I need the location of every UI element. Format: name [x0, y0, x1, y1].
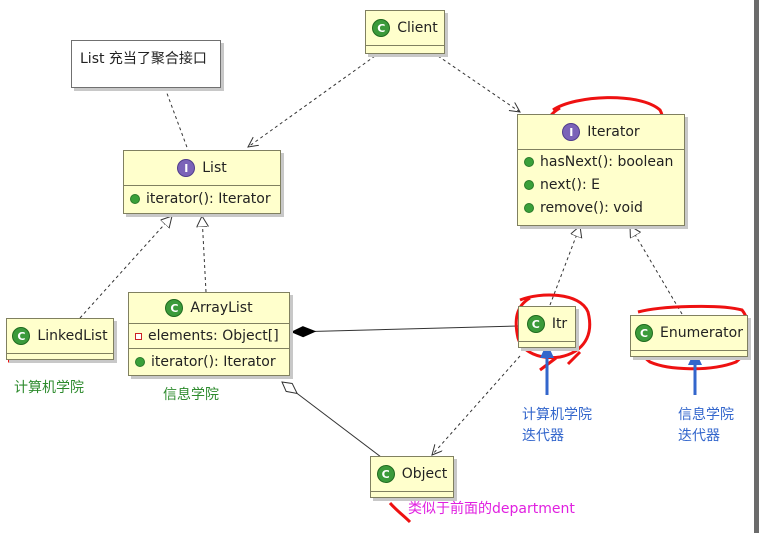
- arraylist-itr-composition: [292, 325, 519, 332]
- method-row: next(): E: [518, 173, 684, 196]
- note-list-aggregate[interactable]: List 充当了聚合接口: [71, 40, 221, 88]
- arraylist-realizes-list: [202, 216, 206, 293]
- window-edge: [754, 0, 759, 533]
- class-icon: C: [165, 299, 184, 317]
- enumerator-blue-arrowhead: [688, 350, 702, 365]
- method-row: iterator(): Iterator: [124, 186, 280, 212]
- method-text: iterator(): Iterator: [151, 353, 276, 370]
- note-anchor-line: [164, 87, 189, 151]
- class-icon: C: [635, 324, 653, 342]
- method-row: hasNext(): boolean: [518, 150, 684, 173]
- class-icon: C: [376, 465, 395, 483]
- field-text: elements: Object[]: [148, 328, 279, 344]
- class-name: Client: [397, 20, 438, 36]
- annotation-object: 类似于前面的department: [408, 501, 575, 517]
- itr-highlight-scribble: [514, 293, 592, 360]
- annotation-enumerator-line1: 信息学院: [678, 407, 734, 423]
- arraylist-object-aggregation: [282, 382, 386, 461]
- class-name: Enumerator: [660, 325, 743, 341]
- class-name: Object: [401, 466, 448, 482]
- class-name: Itr: [551, 316, 568, 332]
- annotation-itr-line1: 计算机学院: [522, 407, 592, 423]
- client-to-iterator-dependency: [437, 55, 520, 112]
- class-icon: C: [372, 19, 391, 37]
- annotation-enumerator-line2: 迭代器: [678, 428, 720, 444]
- interface-name: List: [202, 160, 227, 176]
- class-itr[interactable]: C Itr: [518, 306, 576, 348]
- method-text: next(): E: [540, 176, 600, 193]
- note-text: List 充当了聚合接口: [80, 51, 207, 67]
- method-text: remove(): void: [540, 199, 643, 216]
- enumerator-realizes-iterator: [630, 226, 683, 315]
- annotation-itr: 计算机学院 迭代器: [522, 405, 592, 447]
- public-method-icon: [524, 202, 534, 213]
- class-name: ArrayList: [190, 300, 253, 316]
- field-row: elements: Object[]: [129, 324, 289, 348]
- interface-name: Iterator: [587, 124, 640, 140]
- interface-icon: I: [177, 159, 196, 177]
- annotation-itr-line2: 迭代器: [522, 428, 564, 444]
- client-to-list-dependency: [248, 55, 376, 147]
- class-icon: C: [526, 315, 545, 333]
- class-enumerator[interactable]: C Enumerator: [630, 315, 748, 357]
- itr-to-object-dependency: [432, 355, 521, 455]
- annotation-linkedlist: 计算机学院: [14, 380, 84, 396]
- annotation-enumerator: 信息学院 迭代器: [678, 405, 734, 447]
- itr-realizes-iterator: [549, 226, 580, 306]
- method-row: remove(): void: [518, 196, 684, 219]
- method-row: iterator(): Iterator: [129, 349, 289, 374]
- method-text: iterator(): Iterator: [146, 191, 271, 207]
- linkedlist-realizes-list: [79, 216, 172, 319]
- class-client[interactable]: C Client: [365, 10, 445, 54]
- interface-icon: I: [562, 123, 581, 141]
- object-underline: [388, 502, 412, 524]
- class-linkedlist[interactable]: C LinkedList: [6, 318, 114, 360]
- public-method-icon: [135, 356, 145, 367]
- itr-blue-arrowhead: [540, 343, 554, 358]
- public-method-icon: [130, 194, 140, 204]
- interface-iterator[interactable]: I Iterator hasNext(): boolean next(): E …: [517, 114, 685, 226]
- public-method-icon: [524, 156, 534, 167]
- private-field-icon: [135, 332, 142, 340]
- class-name: LinkedList: [37, 328, 108, 344]
- annotation-arraylist: 信息学院: [163, 387, 219, 403]
- class-object[interactable]: C Object: [370, 456, 454, 498]
- class-icon: C: [12, 327, 31, 345]
- method-text: hasNext(): boolean: [540, 153, 674, 170]
- interface-list[interactable]: I List iterator(): Iterator: [123, 150, 281, 214]
- class-arraylist[interactable]: C ArrayList elements: Object[] iterator(…: [128, 292, 290, 376]
- public-method-icon: [524, 179, 534, 190]
